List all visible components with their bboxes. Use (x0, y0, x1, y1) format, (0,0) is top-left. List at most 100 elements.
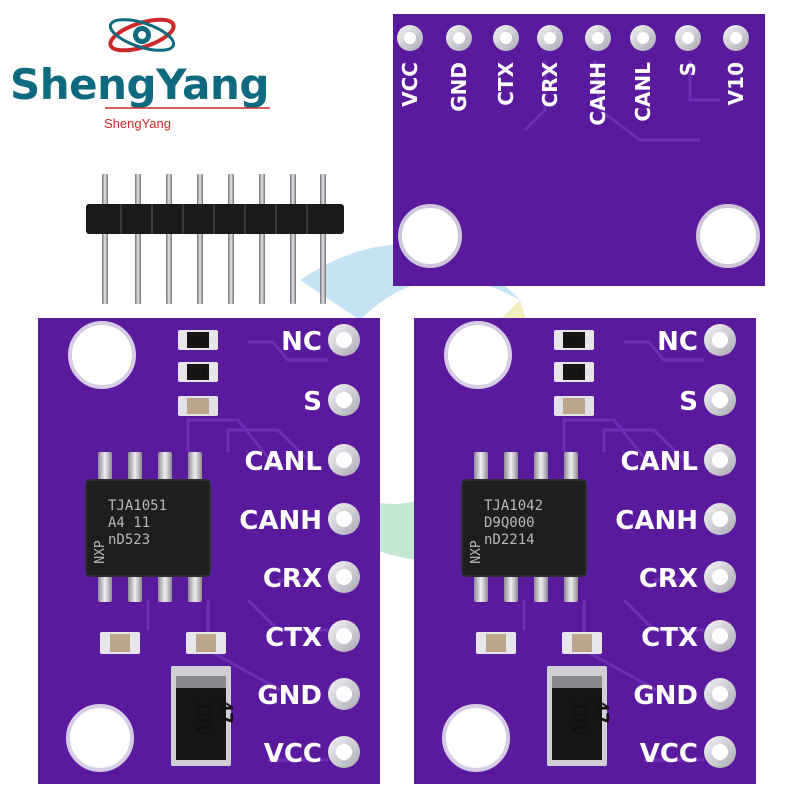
chip-leg (188, 452, 202, 486)
mounting-hole (442, 704, 510, 772)
header-pin (166, 174, 172, 304)
mounting-hole (68, 321, 136, 389)
pcb-trace (246, 598, 328, 632)
pin-hole (592, 32, 604, 44)
pin-label-crx: CRX (538, 61, 562, 107)
pin-hole (500, 32, 512, 44)
pin-hole (712, 332, 728, 348)
header-pin (320, 174, 326, 304)
pin-label-nc: NC (281, 327, 322, 357)
pin-label-canh: CANH (615, 506, 698, 536)
chip-marking-line: nD523 (108, 532, 150, 548)
resistor-label: 121 (565, 369, 583, 380)
pin-hole (336, 686, 352, 702)
pin-label-gnd: GND (633, 681, 698, 711)
pin-label-crx: CRX (639, 564, 698, 594)
pcb-trace (593, 59, 700, 142)
pcb-trace (248, 340, 328, 362)
header-pin (290, 174, 296, 304)
board-top-back: VCC GND CTX CRX CANH CANL S V10 (393, 14, 765, 286)
pin-hole (336, 569, 352, 585)
pin-label-vcc: VCC (264, 739, 322, 769)
resistor-label: 121 (189, 369, 207, 380)
pin-label-canh: CANH (586, 62, 610, 126)
pcb-trace (226, 428, 320, 472)
resistor-label: E01 (189, 337, 207, 348)
chip-leg (564, 452, 578, 486)
pin-hole (712, 511, 728, 527)
chip-leg (158, 452, 172, 486)
chip-leg (128, 452, 142, 486)
pin-hole (336, 452, 352, 468)
header-pin (197, 174, 203, 304)
pin-label-s: S (679, 387, 698, 417)
pin-hole (712, 392, 728, 408)
pin-hole (336, 332, 352, 348)
pin-label-vcc: VCC (640, 739, 698, 769)
pin-header (86, 174, 344, 304)
chip-marking-line: nD2214 (484, 532, 535, 548)
chip-body (86, 480, 210, 576)
pin-hole (712, 452, 728, 468)
chip-marking-line: D9Q000 (484, 515, 535, 531)
pin-label-ctx: CTX (494, 61, 518, 105)
pcb-trace (602, 428, 696, 472)
capacitor-marking: 47 (589, 700, 613, 724)
pcb-trace (523, 60, 547, 132)
mounting-hole (66, 704, 134, 772)
pin-hole (712, 744, 728, 760)
header-pin (228, 174, 234, 304)
pin-label-gnd: GND (447, 62, 471, 112)
pcb-trace (624, 340, 704, 362)
capacitor-marking: 10V (567, 700, 591, 736)
pcb-trace (622, 598, 704, 632)
pcb-trace (688, 60, 720, 102)
pin-hole (404, 32, 416, 44)
mounting-hole (696, 204, 760, 268)
mounting-hole (398, 204, 462, 268)
pin-label-nc: NC (657, 327, 698, 357)
pin-hole (712, 628, 728, 644)
pin-hole (453, 32, 465, 44)
pin-label-ctx: CTX (641, 623, 698, 653)
chip-body (462, 480, 586, 576)
pin-label-v10: V10 (724, 62, 748, 105)
pin-label-canl: CANL (244, 447, 322, 477)
chip-brand-label: NXP (93, 540, 108, 564)
capacitor-marking: 10V (191, 700, 215, 736)
header-pin (102, 174, 108, 304)
chip-leg (98, 452, 112, 486)
pin-label-canl: CANL (631, 62, 655, 122)
pin-hole (336, 511, 352, 527)
pin-hole (712, 686, 728, 702)
pin-hole (682, 32, 694, 44)
pin-label-canl: CANL (620, 447, 698, 477)
pin-hole (336, 744, 352, 760)
pin-label-ctx: CTX (265, 623, 322, 653)
resistor-label: E01 (565, 337, 583, 348)
header-pin (135, 174, 141, 304)
chip-marking-line: TJA1051 (108, 498, 167, 514)
chip-brand-label: NXP (469, 540, 484, 564)
pin-hole (712, 569, 728, 585)
pin-label-canh: CANH (239, 506, 322, 536)
capacitor-marking: 47 (213, 700, 237, 724)
chip-leg (504, 452, 518, 486)
pin-hole (637, 32, 649, 44)
pin-hole (336, 628, 352, 644)
chip-marking-line: A4 11 (108, 515, 150, 531)
chip-leg (474, 452, 488, 486)
brand-logo-subtext: ShengYang (104, 116, 171, 131)
pin-label-s: S (676, 62, 700, 76)
pin-label-vcc: VCC (398, 62, 422, 107)
pin-label-s: S (303, 387, 322, 417)
chip-marking-line: TJA1042 (484, 498, 543, 514)
brand-eye-logo-icon (105, 17, 270, 109)
pin-hole (544, 32, 556, 44)
pin-hole (336, 392, 352, 408)
pin-hole (730, 32, 742, 44)
chip-leg (534, 452, 548, 486)
